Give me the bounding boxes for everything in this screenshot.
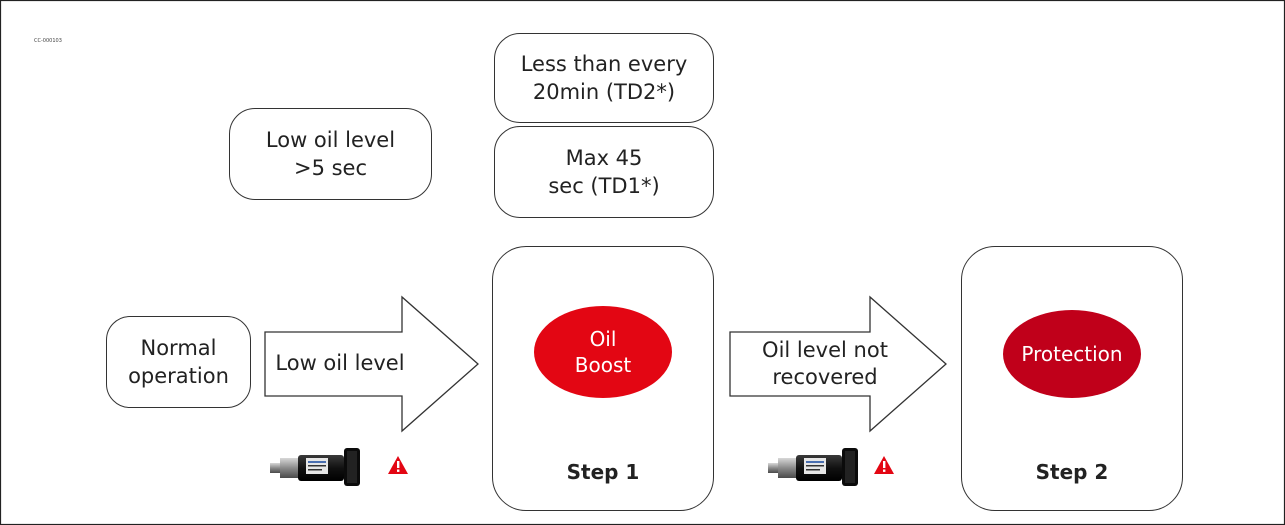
oil-boost-state-label: Oil Boost: [574, 327, 632, 377]
step2-label: Step 2: [1035, 460, 1109, 484]
arrow-label-low-oil-level: Low oil level: [275, 351, 405, 376]
condition-low-oil-5sec-box: Low oil level >5 sec: [229, 108, 432, 200]
pressure-sensor-icon: [270, 448, 360, 486]
oil-boost-state-ellipse: [534, 306, 672, 398]
arrow-oil-not-recovered: [729, 295, 947, 433]
arrow-label-oil-not-recovered: Oil level not recovered: [762, 337, 888, 389]
condition-less-than-20min-box: Less than every 20min (TD2*): [494, 33, 714, 123]
warning-triangle-icon: [388, 456, 408, 474]
arrow-low-oil-level: [264, 295, 479, 433]
step1-label: Step 1: [566, 460, 640, 484]
warning-triangle-icon: [874, 456, 894, 474]
document-code: CC-000103: [34, 38, 62, 44]
pressure-sensor-icon: [768, 448, 858, 486]
normal-operation-box: Normal operation: [106, 316, 251, 408]
condition-max-45sec-box: Max 45 sec (TD1*): [494, 126, 714, 218]
protection-state-label: Protection: [1021, 342, 1123, 366]
protection-state-ellipse: [1003, 310, 1141, 398]
